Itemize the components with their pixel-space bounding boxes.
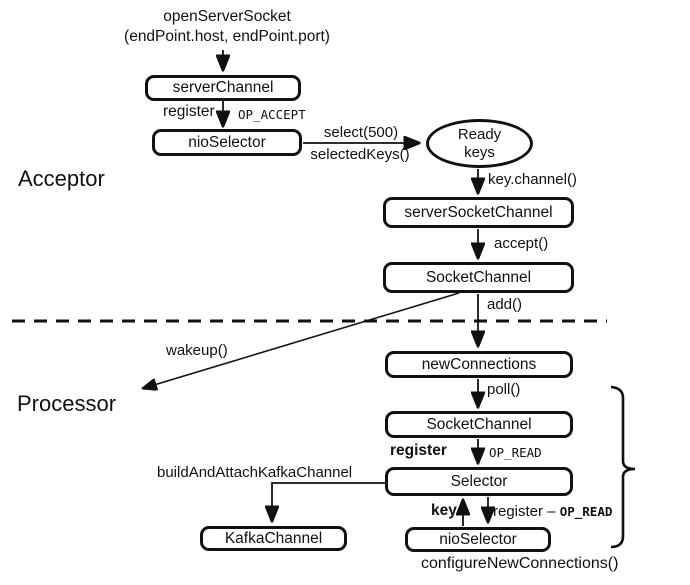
- node-server-socket-channel-label: serverSocketChannel: [404, 203, 553, 221]
- node-kafka-channel: KafkaChannel: [200, 526, 347, 551]
- arrow-wakeup-diagonal: [144, 292, 460, 388]
- op-accept-label: OP_ACCEPT: [238, 107, 306, 122]
- node-nio-selector-acceptor-label: nioSelector: [188, 133, 266, 151]
- poll-label: poll(): [487, 381, 521, 398]
- node-socket-channel-processor-label: SocketChannel: [426, 415, 532, 433]
- op-read-2-text: OP_READ: [559, 504, 613, 519]
- op-read-label: OP_READ: [489, 445, 542, 460]
- key-channel-label: key.channel(): [488, 171, 577, 188]
- register-op-read-label: register – OP_READ: [493, 503, 612, 520]
- open-server-socket-note-line2: (endPoint.host, endPoint.port): [124, 28, 330, 45]
- register-dash-text: register –: [493, 503, 556, 520]
- node-nio-selector-processor: nioSelector: [405, 527, 551, 552]
- register-acceptor-label: register: [163, 103, 215, 120]
- select-500-label: select(500): [323, 124, 399, 141]
- build-and-attach-kafka-channel-label: buildAndAttachKafkaChannel: [157, 464, 353, 481]
- key-label: key: [431, 502, 457, 519]
- processor-section-label: Processor: [17, 391, 117, 416]
- node-nio-selector-processor-label: nioSelector: [439, 530, 517, 548]
- node-socket-channel-acceptor-label: SocketChannel: [425, 268, 532, 286]
- node-socket-channel-processor: SocketChannel: [385, 411, 573, 438]
- arrow-selector-to-kafkachannel: [272, 482, 385, 520]
- node-kafka-channel-label: KafkaChannel: [224, 529, 323, 547]
- node-ready-keys-label-line2: keys: [464, 143, 495, 161]
- node-selector: Selector: [385, 467, 573, 496]
- node-server-channel: serverChannel: [145, 75, 301, 101]
- node-new-connections-label: newConnections: [421, 355, 537, 373]
- accept-label: accept(): [494, 235, 549, 252]
- node-selector-label: Selector: [450, 472, 508, 490]
- node-server-socket-channel: serverSocketChannel: [383, 197, 574, 228]
- node-new-connections: newConnections: [385, 351, 573, 378]
- wakeup-label: wakeup(): [166, 342, 228, 359]
- register-processor-label: register: [390, 442, 447, 459]
- node-server-channel-label: serverChannel: [172, 79, 274, 96]
- node-ready-keys-label-line1: Ready: [457, 126, 502, 144]
- node-nio-selector-acceptor: nioSelector: [152, 129, 302, 156]
- node-ready-keys: Ready keys: [426, 119, 533, 168]
- acceptor-section-label: Acceptor: [18, 166, 105, 191]
- node-socket-channel-acceptor: SocketChannel: [383, 262, 574, 293]
- add-label: add(): [487, 296, 523, 313]
- configure-new-connections-label: configureNewConnections(): [421, 555, 619, 572]
- processor-group-bracket: [610, 385, 636, 549]
- open-server-socket-note-line1: openServerSocket: [163, 8, 291, 25]
- selected-keys-label: selectedKeys(): [310, 146, 410, 163]
